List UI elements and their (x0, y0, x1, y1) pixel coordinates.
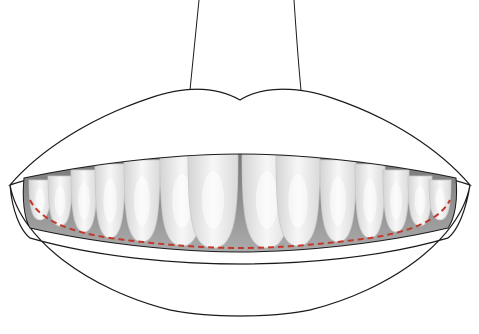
philtrum-line-left (190, 0, 199, 90)
tooth-right-3-highlight (330, 176, 346, 225)
tooth-right-6-highlight (415, 186, 426, 216)
tooth-right-5-highlight (390, 182, 401, 219)
tooth-left-1-highlight (202, 171, 224, 229)
tooth-left-5-highlight (78, 182, 89, 219)
philtrum-line-right (294, 0, 301, 90)
tooth-right-2-highlight (288, 174, 307, 228)
tooth-left-3-highlight (134, 176, 150, 225)
tooth-left-4-highlight (103, 179, 116, 223)
tooth-right-1-highlight (256, 171, 278, 229)
tooth-right-4-highlight (363, 179, 376, 223)
tooth-left-6-highlight (55, 186, 66, 216)
